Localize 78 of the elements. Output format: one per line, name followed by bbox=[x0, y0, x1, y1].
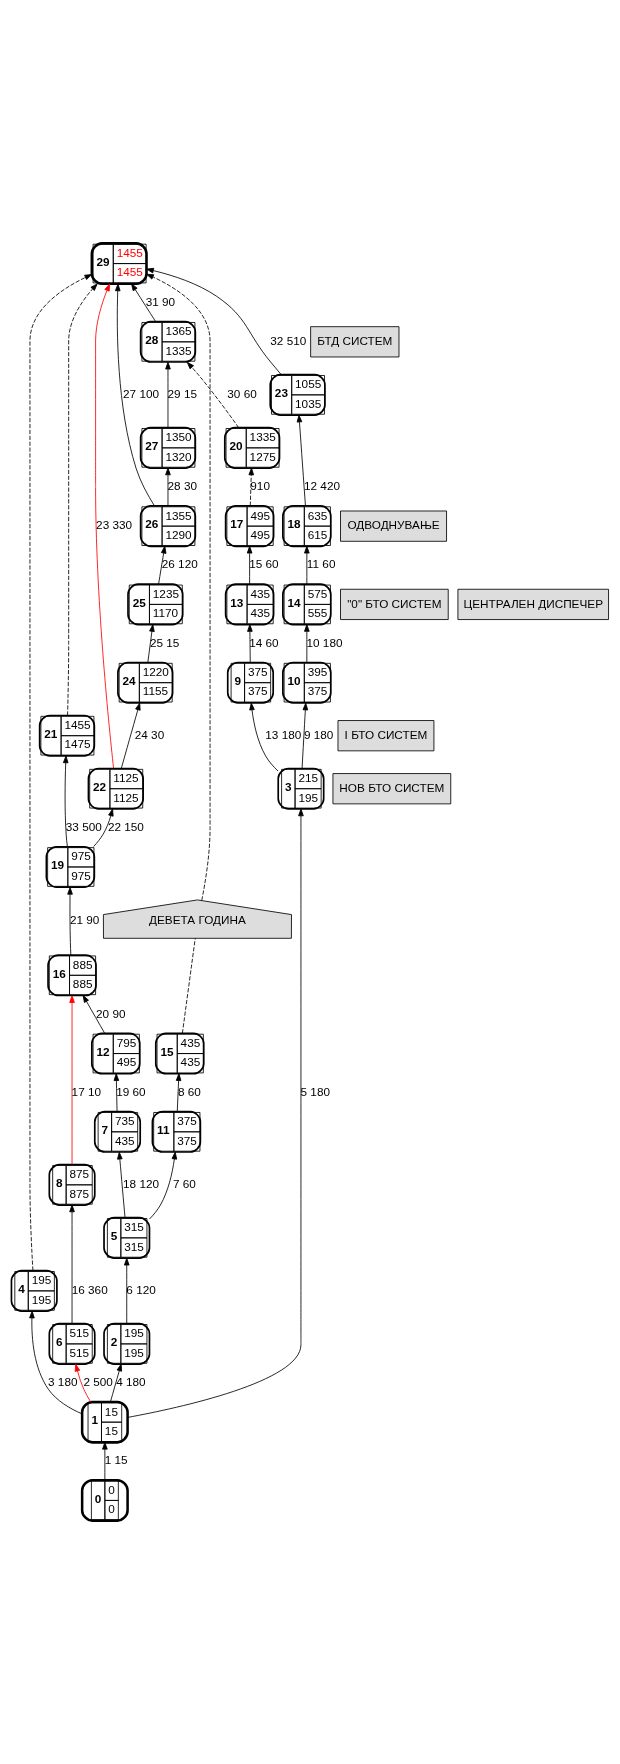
arrow bbox=[67, 887, 73, 956]
edge-label: 25 15 bbox=[149, 635, 180, 649]
edge-label: 30 60 bbox=[227, 386, 257, 400]
edge-label: 31 90 bbox=[145, 294, 176, 308]
edge-label: 27 100 bbox=[123, 386, 160, 400]
arrow bbox=[146, 273, 211, 901]
node-box: НОВ БТО СИСТЕМ bbox=[332, 773, 452, 805]
edge-label: 14 60 bbox=[249, 635, 279, 649]
edge-label: 4 180 bbox=[116, 1375, 146, 1389]
arrow bbox=[113, 1073, 120, 1112]
node-box: БТД СИСТЕМ bbox=[310, 326, 400, 358]
edge-label: 15 60 bbox=[249, 557, 279, 571]
edge-label: 16 360 bbox=[71, 1282, 108, 1296]
edge-label: 910 bbox=[250, 479, 270, 493]
arrow bbox=[147, 624, 155, 663]
arrow bbox=[131, 283, 156, 322]
edge-label: 3 180 bbox=[48, 1375, 78, 1389]
edge-label: 12 420 bbox=[303, 479, 340, 493]
arrow bbox=[102, 1442, 108, 1481]
arrow bbox=[146, 267, 282, 375]
edge-label: 22 150 bbox=[107, 819, 144, 833]
edge-label: 8 60 bbox=[177, 1084, 201, 1098]
arrow bbox=[304, 545, 310, 585]
edge-label: 33 500 bbox=[65, 819, 102, 833]
arrow bbox=[74, 1363, 92, 1403]
arrow bbox=[247, 624, 253, 663]
arrow bbox=[248, 467, 255, 506]
connector bbox=[182, 937, 196, 1034]
arrow bbox=[69, 1204, 75, 1324]
edge-label: 26 120 bbox=[161, 557, 198, 571]
edge-label: 21 90 bbox=[69, 913, 100, 927]
arrow bbox=[114, 283, 155, 507]
arrow bbox=[110, 1363, 123, 1403]
arrow bbox=[175, 1073, 182, 1112]
arrow bbox=[158, 545, 167, 585]
edge-label: 11 60 bbox=[306, 557, 336, 571]
arrow bbox=[301, 702, 309, 769]
edge-label: 18 120 bbox=[123, 1176, 160, 1190]
arrow bbox=[82, 995, 105, 1034]
arrow bbox=[249, 702, 279, 772]
arrow bbox=[186, 361, 239, 428]
arrow bbox=[296, 414, 306, 507]
arrow bbox=[93, 808, 114, 847]
edge-label: 17 10 bbox=[71, 1084, 102, 1098]
arrow bbox=[123, 1257, 130, 1325]
edge-label: 29 15 bbox=[167, 386, 198, 400]
edge-label: 24 30 bbox=[134, 727, 165, 741]
edge-label: 1 15 bbox=[104, 1453, 128, 1467]
arrow bbox=[29, 1310, 83, 1415]
arrow bbox=[149, 1151, 178, 1220]
arrow bbox=[165, 467, 171, 506]
edge-label: 7 60 bbox=[172, 1176, 196, 1190]
arrow bbox=[69, 995, 75, 1165]
node-box: ОДВОДНУВАЊЕ bbox=[340, 510, 447, 542]
edge-label: 9 180 bbox=[303, 727, 334, 741]
edge-label: 32 510 bbox=[270, 333, 307, 347]
arrow bbox=[120, 702, 141, 769]
edge-label: 19 60 bbox=[116, 1084, 146, 1098]
arrow bbox=[165, 361, 171, 429]
node-box: ЦЕНТРАЛЕН ДИСПЕЧЕР bbox=[457, 588, 609, 620]
edge-label: 5 180 bbox=[300, 1084, 330, 1098]
arrow bbox=[117, 1151, 126, 1219]
arrow bbox=[29, 274, 93, 1271]
arrow bbox=[246, 545, 253, 585]
edge-label: 23 330 bbox=[96, 518, 133, 532]
arrow bbox=[62, 755, 69, 847]
edge-label: 13 180 bbox=[265, 727, 302, 741]
arrow bbox=[304, 624, 310, 663]
edge-label: 10 180 bbox=[306, 635, 343, 649]
arrow bbox=[127, 808, 304, 1418]
edge-label: 2 500 bbox=[83, 1375, 113, 1389]
edge-label: 28 30 bbox=[167, 479, 198, 493]
edge-label: 20 90 bbox=[96, 1006, 126, 1020]
node-box: "0" БТО СИСТЕМ bbox=[340, 588, 449, 620]
arrow bbox=[95, 283, 114, 769]
edge-label: 6 120 bbox=[126, 1282, 156, 1296]
arrow bbox=[67, 283, 98, 716]
node-box: I БТО СИСТЕМ bbox=[337, 720, 435, 752]
